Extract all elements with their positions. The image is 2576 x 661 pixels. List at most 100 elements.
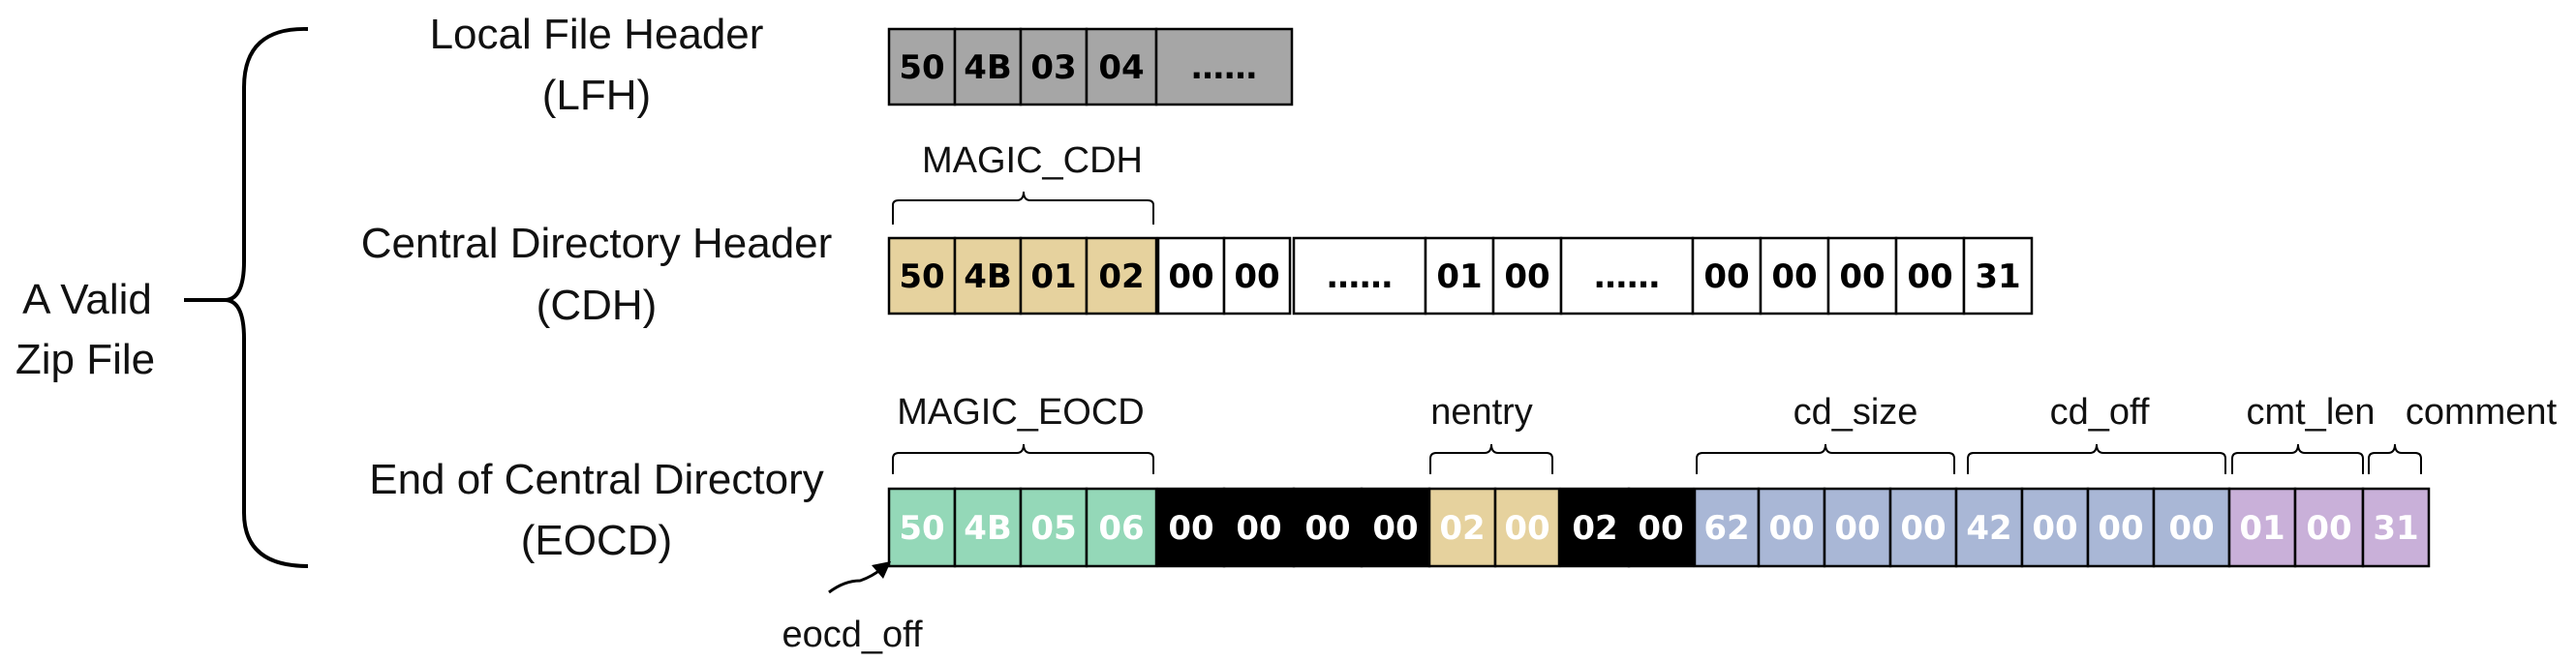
- cdh-cell-text-10: 00: [1703, 257, 1749, 296]
- eocd-cell-text-7: 00: [1372, 509, 1418, 548]
- eocd-nentry-label: nentry: [1430, 392, 1533, 433]
- eocd-cell-2: [1019, 487, 1089, 568]
- cdh-cell-text-0: 50: [899, 257, 944, 296]
- cdh-label-line2: (CDH): [537, 282, 658, 329]
- cdh-cell-text-14: 31: [1975, 257, 2020, 296]
- cdh-cell-text-13: 00: [1907, 257, 1952, 296]
- eocd-cell-9: [1493, 487, 1561, 568]
- eocd-cell-text-9: 00: [1504, 509, 1549, 548]
- lfh-cell-2: [1019, 27, 1089, 106]
- eocd-cell-text-17: 00: [2032, 509, 2077, 548]
- eocd-cell-text-4: 00: [1168, 509, 1213, 548]
- lfh-cell-1: [953, 27, 1023, 106]
- cdh-magic-label: MAGIC_CDH: [922, 140, 1143, 181]
- lfh-label-line2: (LFH): [542, 72, 651, 119]
- cdh-cell-text-11: 00: [1771, 257, 1817, 296]
- eocd-cell-text-2: 05: [1030, 509, 1076, 548]
- eocd-cd-size-label: cd_size: [1794, 392, 1918, 433]
- lfh-cell-text-2: 03: [1030, 48, 1076, 87]
- cdh-cell-10: [1691, 236, 1763, 315]
- eocd-cell-text-1: 4B: [964, 509, 1012, 548]
- eocd-cell-text-13: 00: [1768, 509, 1814, 548]
- eocd-cell-text-12: 62: [1703, 509, 1749, 548]
- eocd-cell-text-5: 00: [1236, 509, 1281, 548]
- lfh-cell-text-3: 04: [1098, 48, 1144, 87]
- eocd-label-line1: End of Central Directory: [369, 456, 824, 503]
- eocd-cell-16: [1954, 487, 2024, 568]
- eocd-magic-brace: [892, 443, 1154, 474]
- eocd-comment-label: comment: [2406, 392, 2558, 433]
- eocd-cell-text-22: 31: [2373, 509, 2418, 548]
- eocd-cell-text-10: 02: [1572, 509, 1617, 548]
- eocd-label-line2: (EOCD): [521, 517, 672, 564]
- eocd-off-label: eocd_off: [782, 615, 923, 655]
- eocd-cell-17: [2020, 487, 2090, 568]
- eocd-cmt-len-brace: [2231, 443, 2364, 474]
- eocd-cell-1: [953, 487, 1023, 568]
- eocd-cell-6: [1292, 487, 1364, 568]
- lfh-label-line1: Local File Header: [430, 11, 764, 58]
- cdh-cell-1: [953, 236, 1023, 315]
- eocd-cell-11: [1627, 487, 1695, 568]
- cdh-cell-14: [1962, 236, 2034, 315]
- cdh-cell-8: [1491, 236, 1563, 315]
- eocd-comment-brace: [2368, 443, 2422, 474]
- lfh-cell-text-0: 50: [899, 48, 944, 87]
- cdh-cell-text-12: 00: [1839, 257, 1885, 296]
- eocd-cd-off-brace: [1967, 443, 2226, 474]
- eocd-cell-text-18: 00: [2098, 509, 2143, 548]
- eocd-cell-13: [1757, 487, 1826, 568]
- lfh-cell-text-1: 4B: [964, 48, 1012, 87]
- eocd-cell-text-8: 02: [1439, 509, 1485, 548]
- cdh-cell-6: [1292, 236, 1427, 315]
- cdh-cell-text-1: 4B: [964, 257, 1012, 296]
- cdh-cell-text-6: ……: [1327, 257, 1393, 296]
- cdh-cell-5: [1222, 236, 1292, 315]
- lfh-cell-4: [1154, 27, 1294, 106]
- cdh-cell-11: [1759, 236, 1830, 315]
- cdh-cell-4: [1156, 236, 1226, 315]
- eocd-cell-7: [1360, 487, 1431, 568]
- eocd-cell-10: [1559, 487, 1631, 568]
- cdh-cell-text-3: 02: [1098, 257, 1144, 296]
- eocd-cell-0: [887, 487, 957, 568]
- eocd-cell-21: [2293, 487, 2365, 568]
- cdh-cell-text-5: 00: [1234, 257, 1279, 296]
- cdh-cell-text-7: 01: [1436, 257, 1482, 296]
- cdh-cell-7: [1424, 236, 1495, 315]
- eocd-cell-text-14: 00: [1834, 509, 1880, 548]
- eocd-cell-15: [1888, 487, 1958, 568]
- eocd-cell-text-11: 00: [1638, 509, 1683, 548]
- eocd-cell-22: [2361, 487, 2431, 568]
- eocd-cell-3: [1085, 487, 1158, 568]
- cdh-label-line1: Central Directory Header: [361, 220, 833, 267]
- eocd-cell-text-21: 00: [2306, 509, 2351, 548]
- lfh-cell-text-4: ……: [1191, 48, 1257, 87]
- eocd-cd-off-label: cd_off: [2050, 392, 2150, 433]
- outer-label-line2: Zip File: [15, 336, 155, 383]
- eocd-cd-size-brace: [1696, 443, 1955, 474]
- eocd-cmt-len-label: cmt_len: [2246, 392, 2375, 433]
- cdh-cell-text-9: ……: [1594, 257, 1660, 296]
- lfh-byte-row: 50 4B 03 04 ……: [887, 27, 1294, 106]
- eocd-cell-4: [1156, 487, 1226, 568]
- cdh-cell-text-2: 01: [1030, 257, 1076, 296]
- eocd-cell-19: [2152, 487, 2231, 568]
- eocd-cell-8: [1427, 487, 1497, 568]
- eocd-cell-text-0: 50: [899, 509, 944, 548]
- outer-label-line1: A Valid: [22, 276, 152, 323]
- eocd-cell-text-3: 06: [1098, 509, 1144, 548]
- cdh-cell-0: [887, 236, 957, 315]
- eocd-off-arrowhead: [872, 561, 891, 579]
- cdh-cell-2: [1019, 236, 1089, 315]
- eocd-cell-text-20: 01: [2239, 509, 2285, 548]
- cdh-cell-text-8: 00: [1504, 257, 1549, 296]
- eocd-cell-text-15: 00: [1900, 509, 1946, 548]
- eocd-off-arrow: [828, 567, 882, 594]
- outer-brace: [184, 26, 309, 568]
- eocd-cell-20: [2227, 487, 2297, 568]
- eocd-cell-text-6: 00: [1304, 509, 1350, 548]
